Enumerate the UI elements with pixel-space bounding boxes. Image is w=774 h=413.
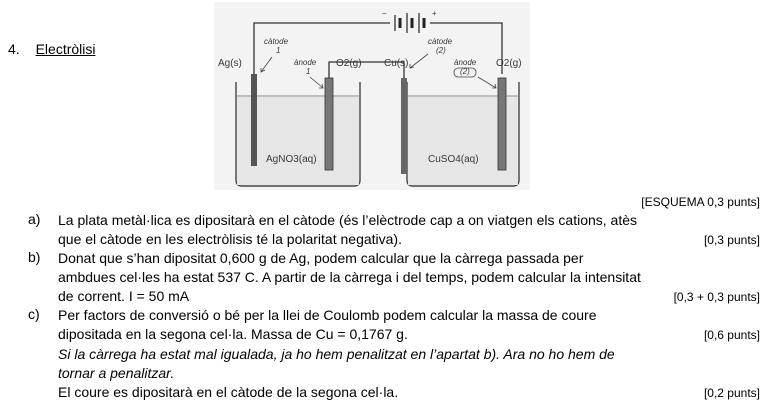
section-heading: 4. Electròlisi: [8, 41, 95, 57]
battery-icon: [390, 13, 430, 33]
item-c-note-line-1-text: Si la càrrega ha estat mal igualada, ja …: [58, 346, 615, 362]
right-cathode-arrow: [409, 53, 429, 69]
item-b-letter: b): [28, 249, 41, 265]
left-anode-arrow: [309, 76, 324, 89]
item-b-line-2-text: ambdues cel·les ha estat 537 C. A partir…: [58, 269, 641, 285]
item-c-line-2-text: dipositada en la segona cel·la. Massa de…: [58, 326, 408, 342]
item-c-note-line-2: tornar a penalitzar.: [58, 364, 760, 383]
right-electrode-cu-label: Cu(s): [384, 58, 408, 69]
item-a-line-1-text: La plata metàl·lica es dipositarà en el …: [58, 212, 638, 228]
item-a-line-2: que el càtode en les electròlisis té la …: [58, 230, 760, 250]
item-a: a) La plata metàl·lica es dipositarà en …: [28, 211, 760, 250]
circuit-wires: [253, 22, 503, 82]
left-beaker: [235, 82, 361, 187]
right-cell-arrows: [409, 53, 497, 89]
battery-plus-label: +: [432, 9, 437, 18]
item-b-line-1: Donat que s’han dipositat 0,600 g de Ag,…: [58, 249, 760, 268]
wire-left: [253, 22, 390, 74]
left-cathode-arrow: [260, 56, 273, 73]
left-cathode-number: 1: [276, 46, 280, 55]
item-a-letter: a): [28, 211, 41, 227]
item-c-final-points: [0,2 punts]: [703, 386, 760, 400]
left-electrode-o2-label: O2(g): [336, 58, 362, 69]
cu-electrode: [401, 78, 407, 174]
item-a-points: [0,3 punts]: [703, 233, 760, 247]
left-anode-label: ànode: [294, 58, 317, 67]
item-c: c) Per factors de conversió o bé per la …: [28, 306, 760, 403]
o2-electrode-left: [324, 77, 334, 171]
item-c-note-line-2-text: tornar a penalitzar.: [58, 365, 175, 381]
item-c-final-line: El coure es dipositarà en el càtode de l…: [58, 383, 760, 403]
item-c-letter: c): [28, 306, 40, 322]
left-cell-arrows: [260, 56, 324, 89]
ag-electrode: [251, 74, 257, 166]
item-b-line-1-text: Donat que s’han dipositat 0,600 g de Ag,…: [58, 250, 584, 266]
item-b-line-2: ambdues cel·les ha estat 537 C. A partir…: [58, 268, 760, 287]
schema-points: [ESQUEMA 0,3 punts]: [641, 195, 760, 209]
right-cathode-label: càtode: [428, 37, 453, 46]
left-solution-label: AgNO3(aq): [266, 154, 317, 165]
item-a-line-1: La plata metàl·lica es dipositarà en el …: [58, 211, 760, 230]
item-c-line-1-text: Per factors de conversió o bé per la lle…: [58, 307, 597, 323]
battery-minus-label: −: [382, 9, 387, 18]
item-c-line-1: Per factors de conversió o bé per la lle…: [58, 306, 760, 325]
item-b-body: Donat que s’han dipositat 0,600 g de Ag,…: [58, 249, 760, 307]
item-b: b) Donat que s’han dipositat 0,600 g de …: [28, 249, 760, 307]
item-c-points: [0,6 punts]: [703, 328, 760, 342]
o2-electrode-right: [497, 77, 507, 171]
item-c-line-2: dipositada en la segona cel·la. Massa de…: [58, 325, 760, 345]
right-anode-number: (2): [460, 67, 470, 76]
item-a-line-2-text: que el càtode en les electròlisis té la …: [58, 231, 402, 247]
section-number: 4.: [8, 41, 20, 57]
item-a-body: La plata metàl·lica es dipositarà en el …: [58, 211, 760, 250]
item-b-line-3: de corrent. I = 50 mA [0,3 + 0,3 punts]: [58, 287, 760, 307]
section-title: Electròlisi: [35, 41, 96, 57]
electrolysis-diagram: − + Ag(s) O2(g) càtode 1 ànode 1: [214, 2, 530, 190]
left-electrode-ag-label: Ag(s): [218, 58, 242, 69]
left-cathode-label: càtode: [264, 37, 289, 46]
item-c-body: Per factors de conversió o bé per la lle…: [58, 306, 760, 403]
item-b-points: [0,3 + 0,3 punts]: [673, 290, 760, 304]
wire-bridge: [328, 61, 405, 82]
right-anode-arrow: [477, 76, 497, 89]
right-anode-label: ànode: [454, 58, 477, 67]
right-anode-oval: [453, 67, 477, 78]
right-electrode-o2-label: O2(g): [496, 58, 522, 69]
item-b-line-3-text: de corrent. I = 50 mA: [58, 288, 190, 304]
item-c-note-line-1: Si la càrrega ha estat mal igualada, ja …: [58, 345, 760, 364]
electrolysis-diagram-svg: − + Ag(s) O2(g) càtode 1 ànode 1: [214, 2, 530, 190]
wire-right: [430, 22, 503, 74]
item-c-final-line-text: El coure es dipositarà en el càtode de l…: [58, 384, 399, 400]
right-solution-label: CuSO4(aq): [428, 154, 479, 165]
left-anode-number: 1: [306, 67, 310, 76]
right-cathode-number: (2): [436, 46, 446, 55]
